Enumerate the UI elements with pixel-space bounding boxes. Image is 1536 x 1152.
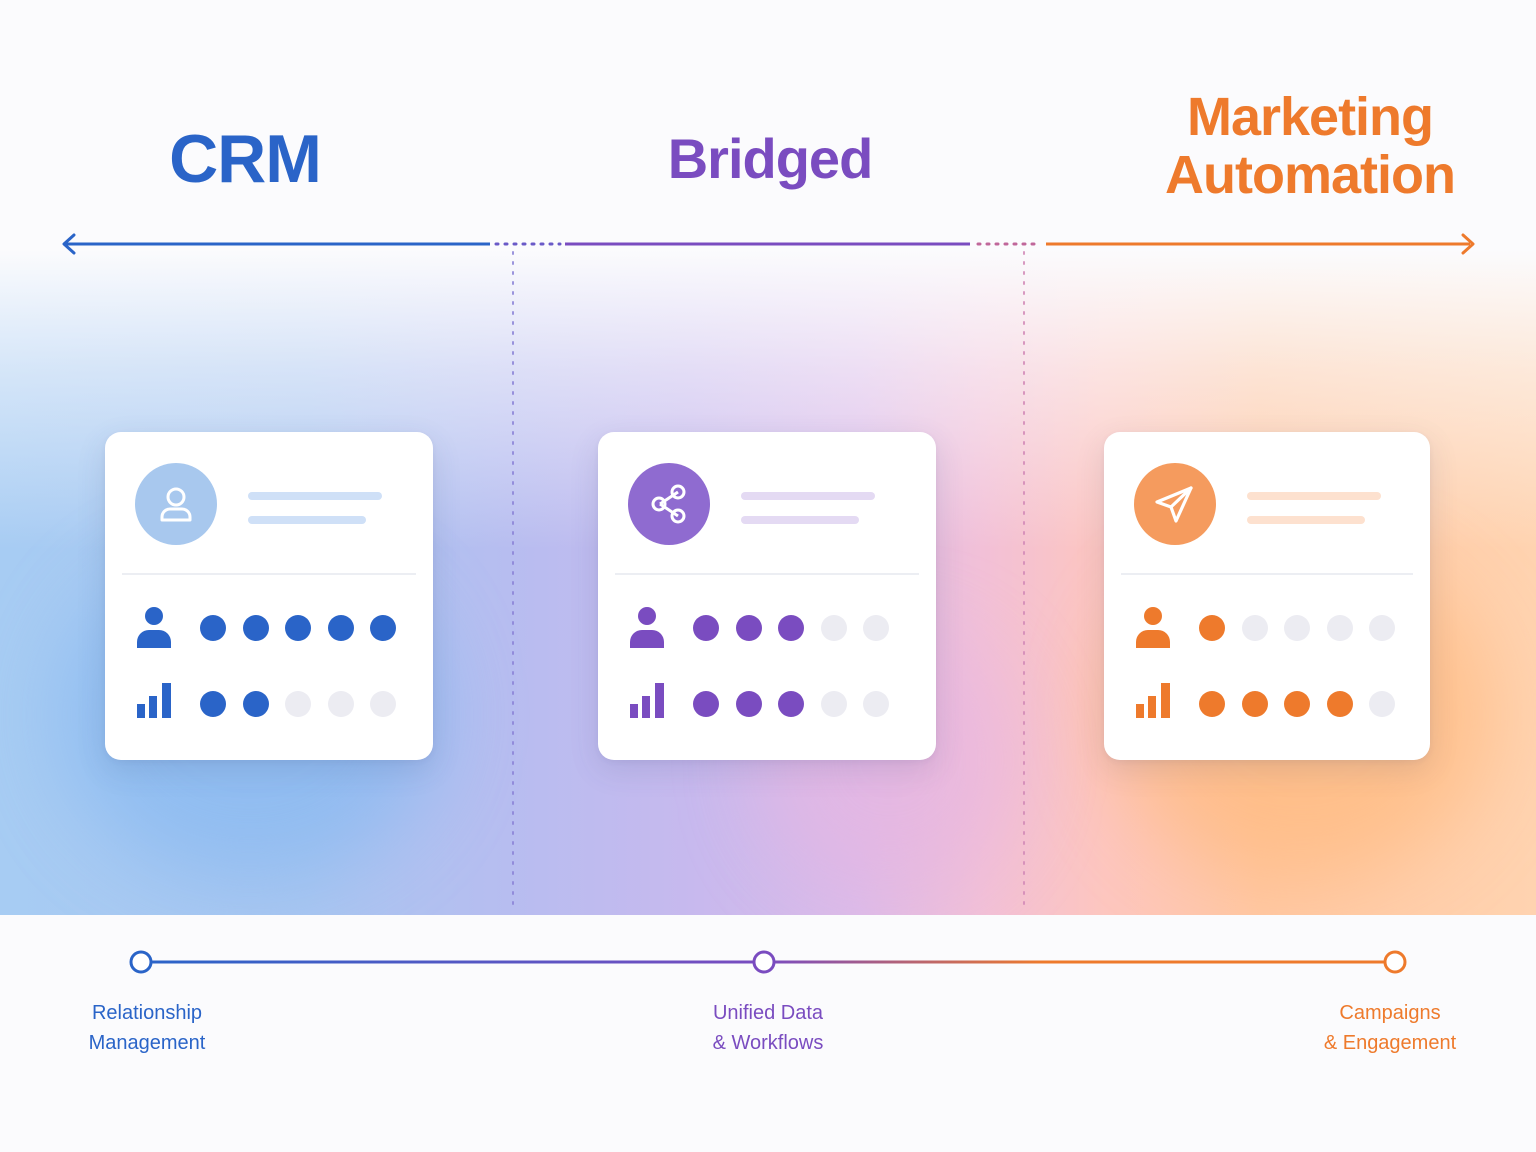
rating-dot bbox=[863, 691, 889, 717]
person-icon-wrapper bbox=[135, 606, 175, 648]
stage-label-line: Unified Data bbox=[712, 1002, 824, 1024]
placeholder-text-line bbox=[1247, 516, 1365, 524]
bridged-card bbox=[598, 432, 936, 760]
card-divider bbox=[1121, 573, 1413, 575]
card-avatar bbox=[135, 463, 217, 545]
bridged-title: Bridged bbox=[620, 130, 920, 188]
rating-dot bbox=[863, 615, 889, 641]
rating-dot bbox=[693, 691, 719, 717]
timeline-node bbox=[752, 950, 776, 974]
bar-chart-icon bbox=[137, 683, 171, 718]
crm-card bbox=[105, 432, 433, 760]
card-avatar bbox=[1134, 463, 1216, 545]
bar-chart-icon bbox=[630, 683, 664, 718]
stage-label-line: Management bbox=[88, 1032, 206, 1054]
person-icon-wrapper bbox=[1134, 606, 1174, 648]
rating-dot bbox=[200, 691, 226, 717]
rating-dot bbox=[285, 615, 311, 641]
rating-dot bbox=[1284, 615, 1310, 641]
stage-label-line: & Workflows bbox=[712, 1032, 824, 1054]
title-line: Bridged bbox=[667, 127, 874, 190]
rating-dot bbox=[200, 615, 226, 641]
title-line: Automation bbox=[1165, 145, 1456, 205]
rating-dot bbox=[370, 615, 396, 641]
rating-dot bbox=[693, 615, 719, 641]
rating-dot bbox=[242, 615, 269, 641]
arrow-right-icon bbox=[1461, 233, 1475, 255]
bar-chart-icon-wrapper bbox=[628, 682, 668, 722]
stage-label-line: & Engagement bbox=[1323, 1032, 1457, 1054]
stage-label-marketing: Campaigns & Engagement bbox=[1280, 998, 1500, 1058]
rating-dot bbox=[820, 615, 847, 641]
bar-chart-icon-wrapper bbox=[1134, 682, 1174, 722]
bar-chart-icon-wrapper bbox=[135, 682, 175, 722]
stage-label-line: Relationship bbox=[91, 1002, 203, 1024]
person-icon bbox=[137, 607, 171, 648]
rating-dot bbox=[1326, 691, 1353, 717]
stage-label-bridged: Unified Data & Workflows bbox=[658, 998, 878, 1058]
rating-dot bbox=[1199, 691, 1225, 717]
marketing-automation-title: Marketing Automation bbox=[1130, 88, 1490, 204]
rating-dot bbox=[735, 615, 762, 641]
share-icon bbox=[651, 484, 686, 524]
rating-dot bbox=[327, 691, 354, 717]
placeholder-text-line bbox=[248, 492, 382, 500]
timeline-node bbox=[1383, 950, 1407, 974]
placeholder-text-line bbox=[741, 516, 859, 524]
title-line: Marketing bbox=[1186, 87, 1434, 147]
marketing-card bbox=[1104, 432, 1430, 760]
placeholder-text-line bbox=[741, 492, 875, 500]
rating-dot bbox=[735, 691, 762, 717]
stage-label-line: Campaigns bbox=[1339, 1002, 1441, 1024]
arrow-left-icon bbox=[62, 233, 76, 255]
placeholder-text-line bbox=[1247, 492, 1381, 500]
rating-dot bbox=[285, 691, 311, 717]
rating-dot bbox=[327, 615, 354, 641]
rating-dot bbox=[1284, 691, 1310, 717]
crm-title: CRM bbox=[95, 125, 395, 193]
card-divider bbox=[122, 573, 416, 575]
rating-dot bbox=[1369, 691, 1395, 717]
card-avatar bbox=[628, 463, 710, 545]
stage-label-crm: Relationship Management bbox=[37, 998, 257, 1058]
rating-dot bbox=[1369, 615, 1395, 641]
rating-dot bbox=[778, 615, 804, 641]
rating-dot bbox=[1241, 691, 1268, 717]
person-icon bbox=[1136, 607, 1170, 648]
rating-dot bbox=[242, 691, 269, 717]
person-icon-wrapper bbox=[628, 606, 668, 648]
card-divider bbox=[615, 573, 919, 575]
user-icon bbox=[160, 487, 192, 522]
timeline-node bbox=[129, 950, 153, 974]
rating-dot bbox=[370, 691, 396, 717]
send-icon bbox=[1155, 486, 1193, 523]
person-icon bbox=[630, 607, 664, 648]
title-line: CRM bbox=[169, 121, 322, 197]
placeholder-text-line bbox=[248, 516, 366, 524]
bar-chart-icon bbox=[1136, 683, 1170, 718]
rating-dot bbox=[1326, 615, 1353, 641]
rating-dot bbox=[1241, 615, 1268, 641]
rating-dot bbox=[778, 691, 804, 717]
rating-dot bbox=[1199, 615, 1225, 641]
rating-dot bbox=[820, 691, 847, 717]
